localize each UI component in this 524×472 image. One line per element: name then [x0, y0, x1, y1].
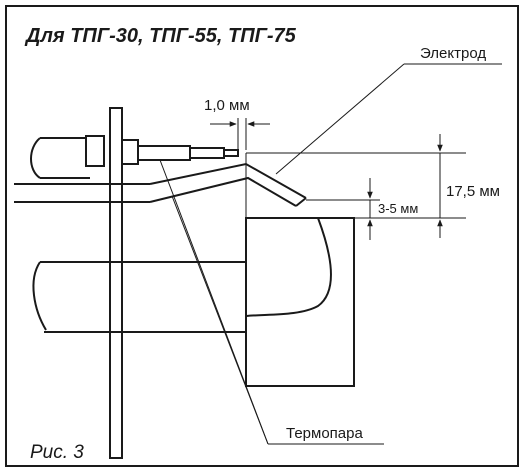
thermocouple-leader [159, 159, 384, 445]
electrode-leader [275, 63, 502, 175]
clearance-label: 3-5 мм [378, 201, 418, 216]
lower-tube [14, 183, 150, 203]
height-reference-lines [245, 152, 466, 219]
burner-head [245, 217, 355, 387]
electrode-rod [137, 145, 239, 161]
upper-tube [30, 137, 90, 179]
mounting-plate [109, 107, 123, 459]
electrode-label: Электрод [420, 45, 486, 62]
nut-right [121, 139, 139, 165]
gap-label: 1,0 мм [204, 97, 250, 114]
gap-dimension [210, 118, 270, 150]
height-label: 17,5 мм [446, 183, 500, 200]
frame-border [5, 5, 519, 467]
burner-pipe [32, 261, 246, 333]
thermocouple-label: Термопара [286, 425, 363, 442]
nut [85, 135, 105, 167]
title-text: Для ТПГ-30, ТПГ-55, ТПГ-75 [24, 25, 297, 47]
figure-caption: Рис. 3 [30, 442, 84, 463]
